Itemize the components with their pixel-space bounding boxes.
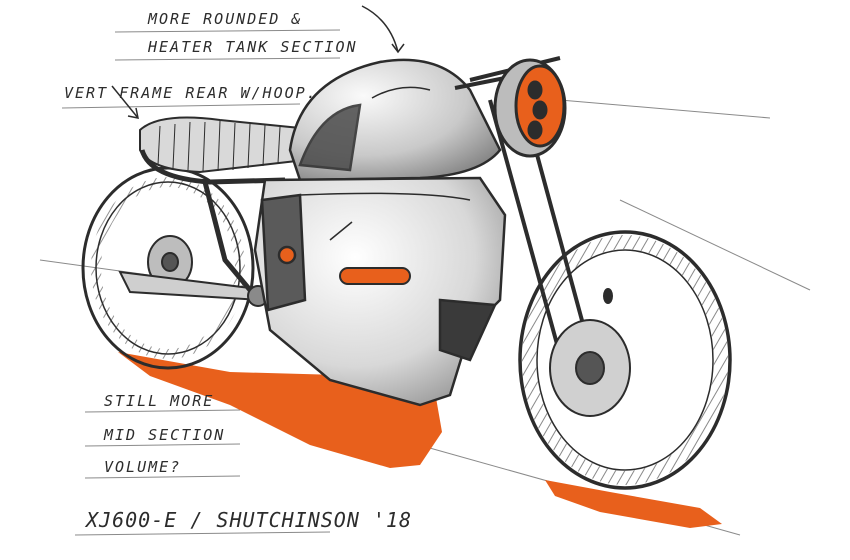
rear-frame	[139, 149, 286, 292]
side-panel	[253, 176, 507, 407]
front-wheel	[518, 230, 732, 490]
rear-wheel	[81, 166, 255, 370]
headlight	[493, 58, 567, 158]
tank-note-line1: MORE ROUNDED &	[148, 10, 303, 28]
mid-note-line3: VOLUME?	[104, 458, 182, 476]
swing-arm	[118, 270, 269, 307]
mid-note-line1: STILL MORE	[104, 392, 215, 410]
tank-note-line2: HEATER TANK SECTION	[148, 38, 358, 56]
fuel-tank	[288, 58, 502, 182]
seat	[139, 116, 313, 174]
artist-signature: XJ600-E / SHUTCHINSON '18	[86, 508, 413, 532]
frame-note: VERT FRAME REAR W/HOOP.	[64, 84, 318, 102]
leader-arrows	[111, 5, 405, 241]
mid-note-line2: MID SECTION	[104, 426, 226, 444]
